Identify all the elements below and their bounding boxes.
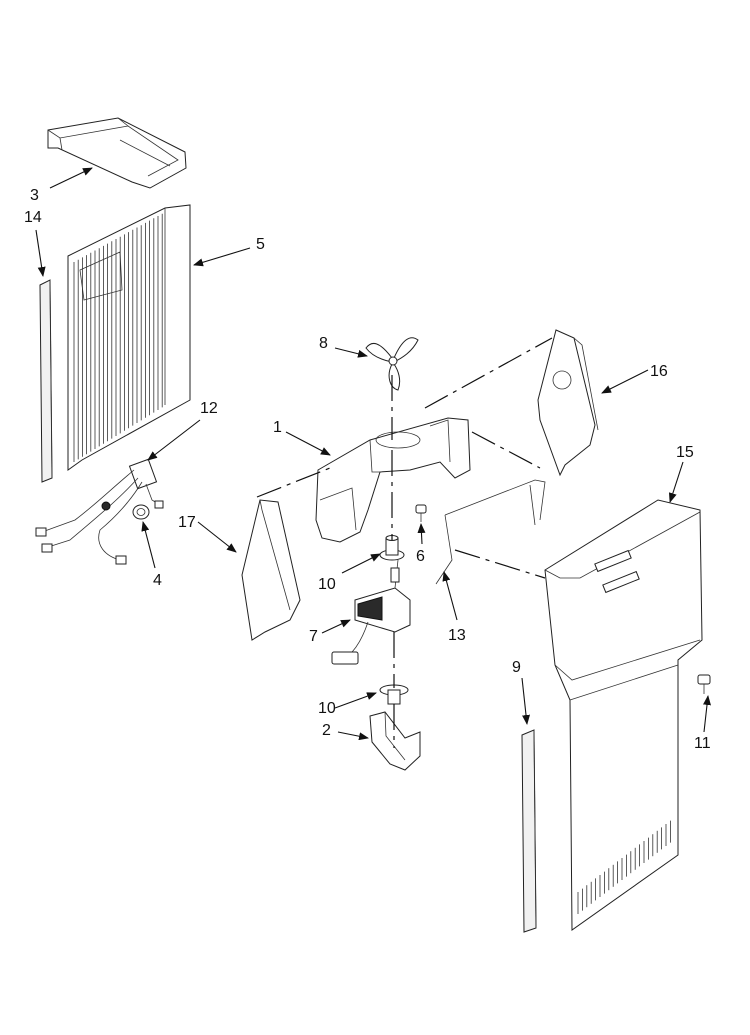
part-5-rear-panel[interactable] <box>67 204 191 471</box>
callout-11: 11 <box>694 735 711 752</box>
callout-15: 15 <box>676 444 694 461</box>
part-9-seal-strip[interactable] <box>521 729 537 933</box>
callout-1: 1 <box>273 419 282 436</box>
callout-7: 7 <box>309 628 318 645</box>
part-10-bushing-lower[interactable] <box>379 684 409 705</box>
callout-17: 17 <box>178 514 196 531</box>
part-15-duct-panel[interactable] <box>544 499 703 931</box>
part-16-right-baffle[interactable] <box>537 329 599 477</box>
callout-12: 12 <box>200 400 218 417</box>
alignment-lines <box>256 337 553 748</box>
part-11-screw[interactable] <box>697 674 711 694</box>
part-2-motor-bracket[interactable] <box>369 711 421 771</box>
callout-16: 16 <box>650 363 668 380</box>
callout-9: 9 <box>512 659 521 676</box>
leader-lines <box>35 167 711 741</box>
callout-2: 2 <box>322 722 331 739</box>
part-4-grommet[interactable] <box>132 504 150 520</box>
part-6-screw[interactable] <box>415 504 427 522</box>
part-1-fan-housing[interactable] <box>315 417 471 543</box>
part-13-wire-frame[interactable] <box>435 479 546 585</box>
callout-3: 3 <box>30 187 39 204</box>
callout-6: 6 <box>416 548 425 565</box>
part-14-seal-strip[interactable] <box>39 279 53 483</box>
part-12-wire-harness[interactable] <box>35 458 164 565</box>
callout-4: 4 <box>153 572 162 589</box>
callout-10-upper: 10 <box>318 576 336 593</box>
callout-14: 14 <box>24 209 42 226</box>
callout-13: 13 <box>448 627 466 644</box>
callout-8: 8 <box>319 335 328 352</box>
part-10-bushing-upper[interactable] <box>379 535 405 561</box>
part-7-fan-motor[interactable] <box>331 559 411 665</box>
callout-labels: 3 14 5 12 4 8 1 17 6 10 7 10 2 13 16 15 … <box>24 187 711 752</box>
part-3-top-cover[interactable] <box>47 117 187 189</box>
part-17-left-baffle[interactable] <box>241 499 301 641</box>
callout-10-lower: 10 <box>318 700 336 717</box>
callout-5: 5 <box>256 236 265 253</box>
